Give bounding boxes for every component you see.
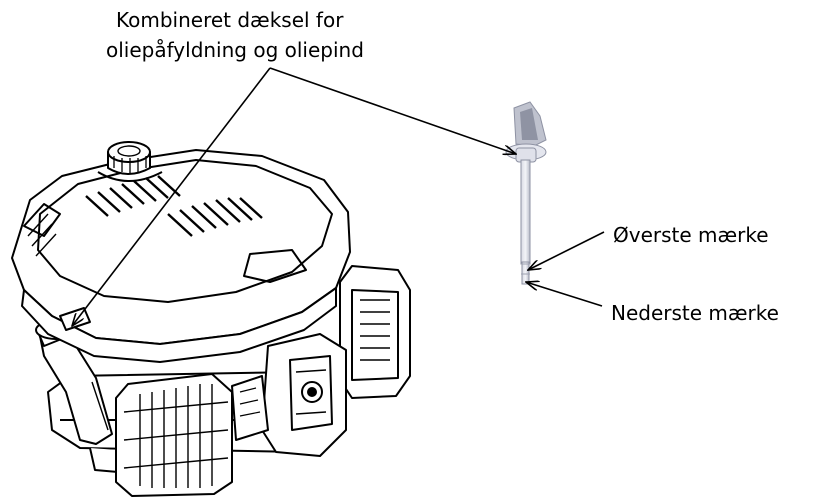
leader-cap-to-dipstick: [269, 67, 516, 154]
engine-illustration: [11, 141, 411, 497]
callout-lower-mark: Nederste mærke: [611, 301, 779, 325]
leader-lines: [72, 67, 605, 326]
callout-cap-line2: oliepåfyldning og oliepind: [106, 38, 364, 62]
muffler: [339, 265, 411, 399]
dipstick-illustration: [505, 101, 547, 285]
leader-lower-mark: [526, 282, 603, 307]
callout-upper-mark: Øverste mærke: [613, 223, 769, 247]
leader-upper-mark: [528, 231, 605, 270]
dipstick-rod: [520, 159, 531, 265]
callout-cap-line1: Kombineret dæksel for: [116, 8, 344, 32]
leader-cap-to-engine: [72, 67, 271, 326]
